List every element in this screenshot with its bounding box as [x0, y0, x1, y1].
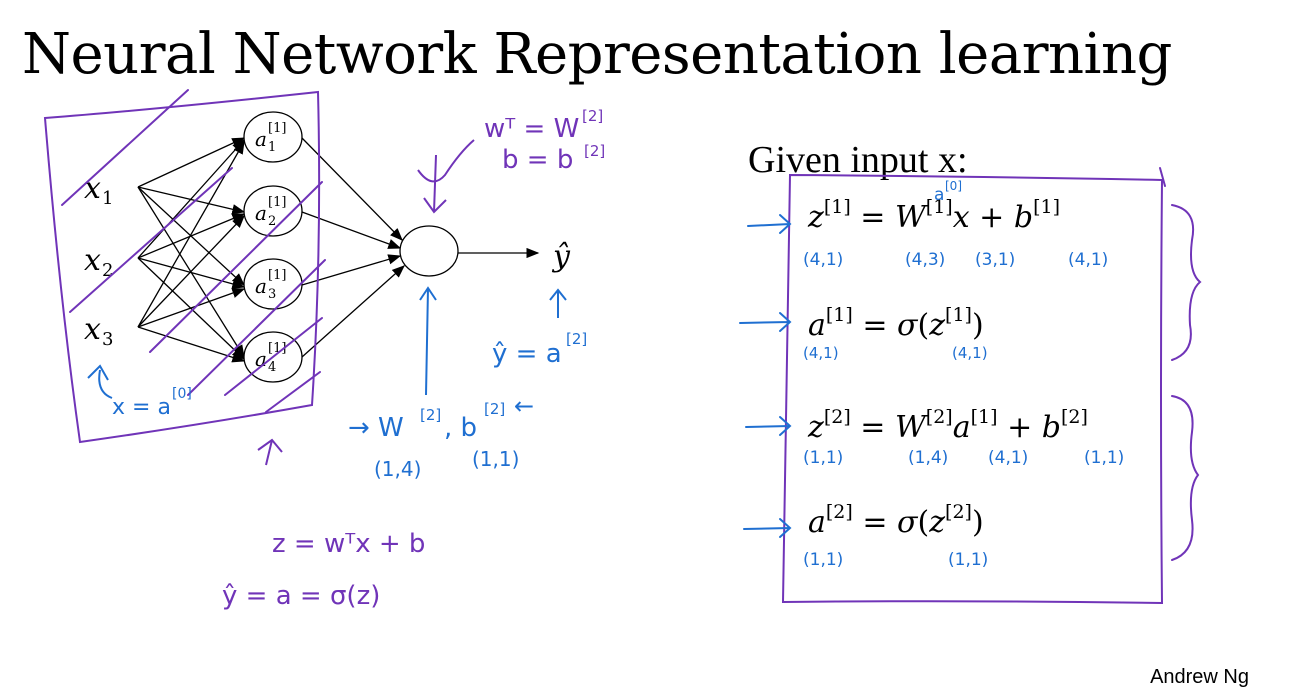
b-annotation: b = b [502, 145, 573, 175]
equation-z1: z[1] = W[1]x + b[1] [808, 196, 1060, 236]
hidden-node [243, 111, 303, 163]
equation-z2: z[2] = W[2]a[1] + b[2] [808, 406, 1088, 446]
given-input-label: Given input x: [748, 139, 968, 181]
dim-W1: (4,3) [905, 250, 945, 270]
b2-arrow: ← [514, 392, 534, 420]
input-sub: 2 [102, 260, 113, 281]
w2-dim: (1,4) [374, 457, 421, 481]
hidden-label: a [255, 127, 267, 151]
blue-annotations: ŷ = a [2] x = a [0] → W [2] , b [2] ← (1… [87, 179, 1124, 570]
equation-pointers [739, 214, 792, 538]
dim-b1: (4,1) [1068, 250, 1108, 270]
dim-a1-arg: (4,1) [988, 448, 1028, 468]
b2-sup: [2] [484, 400, 505, 418]
dim-z2-arg: (1,1) [948, 550, 988, 570]
slide-title: Neural Network Representation learning [22, 22, 1172, 87]
wT-sup: [2] [582, 107, 603, 125]
purple-annotations: wᵀ = W [2] b = b [2] z = wᵀx + b ŷ = a =… [222, 107, 605, 611]
input-layer: x 1 x 2 x 3 [84, 171, 113, 350]
yhat-formula: ŷ = a = σ(z) [222, 581, 380, 611]
hidden-node-labels: a [1] 1 a [1] 2 a [1] 3 a [1] 4 [255, 121, 286, 375]
hidden-sub: 3 [268, 287, 276, 302]
w2-sup: [2] [420, 406, 441, 424]
purple-box-left [43, 89, 326, 444]
dim-z1-arg: (4,1) [952, 344, 988, 362]
input-label: x [84, 312, 101, 347]
dim-W2: (1,4) [908, 448, 948, 468]
hidden-label: a [255, 274, 267, 298]
hidden-sub: 2 [268, 214, 276, 229]
hidden-sup: [1] [268, 195, 286, 210]
dim-x: (3,1) [975, 250, 1015, 270]
x-eq-annotation: x = a [112, 395, 171, 420]
hidden-sub: 4 [268, 360, 276, 375]
w2-annotation: → W [348, 413, 404, 443]
output-label: ŷ [551, 239, 571, 274]
hidden-sub: 1 [268, 140, 276, 155]
yhat-eq-sup: [2] [566, 330, 587, 348]
equation-a2: a[2] = σ(z[2]) [808, 501, 984, 541]
a0-over-x: a [934, 185, 944, 205]
z-formula: z = wᵀx + b [272, 529, 425, 559]
hidden-sup: [1] [268, 268, 286, 283]
equation-a1: a[1] = σ(z[1]) [808, 304, 984, 344]
input-sub: 3 [102, 329, 113, 350]
purple-box-right [781, 167, 1202, 605]
hidden-sup: [1] [268, 121, 286, 136]
b2-dim: (1,1) [472, 447, 519, 471]
input-label: x [84, 243, 101, 278]
output-node [399, 225, 459, 277]
a0-over-x-sup: [0] [945, 179, 962, 193]
yhat-eq-annotation: ŷ = a [492, 339, 562, 369]
hidden-sup: [1] [268, 341, 286, 356]
wT-annotation: wᵀ = W [484, 114, 579, 144]
input-sub: 1 [102, 188, 113, 209]
dim-a1: (4,1) [803, 344, 839, 362]
author-footer: Andrew Ng [1150, 666, 1249, 688]
dim-b2: (1,1) [1084, 448, 1124, 468]
b2-annotation: , b [444, 413, 477, 443]
hidden-label: a [255, 201, 267, 225]
x-eq-sup: [0] [172, 386, 192, 402]
dim-z1: (4,1) [803, 250, 843, 270]
dim-z2: (1,1) [803, 448, 843, 468]
input-hidden-edges [137, 137, 246, 363]
b-sup: [2] [584, 142, 605, 160]
hidden-node [243, 185, 303, 237]
dim-a2: (1,1) [803, 550, 843, 570]
hidden-label: a [255, 347, 267, 371]
